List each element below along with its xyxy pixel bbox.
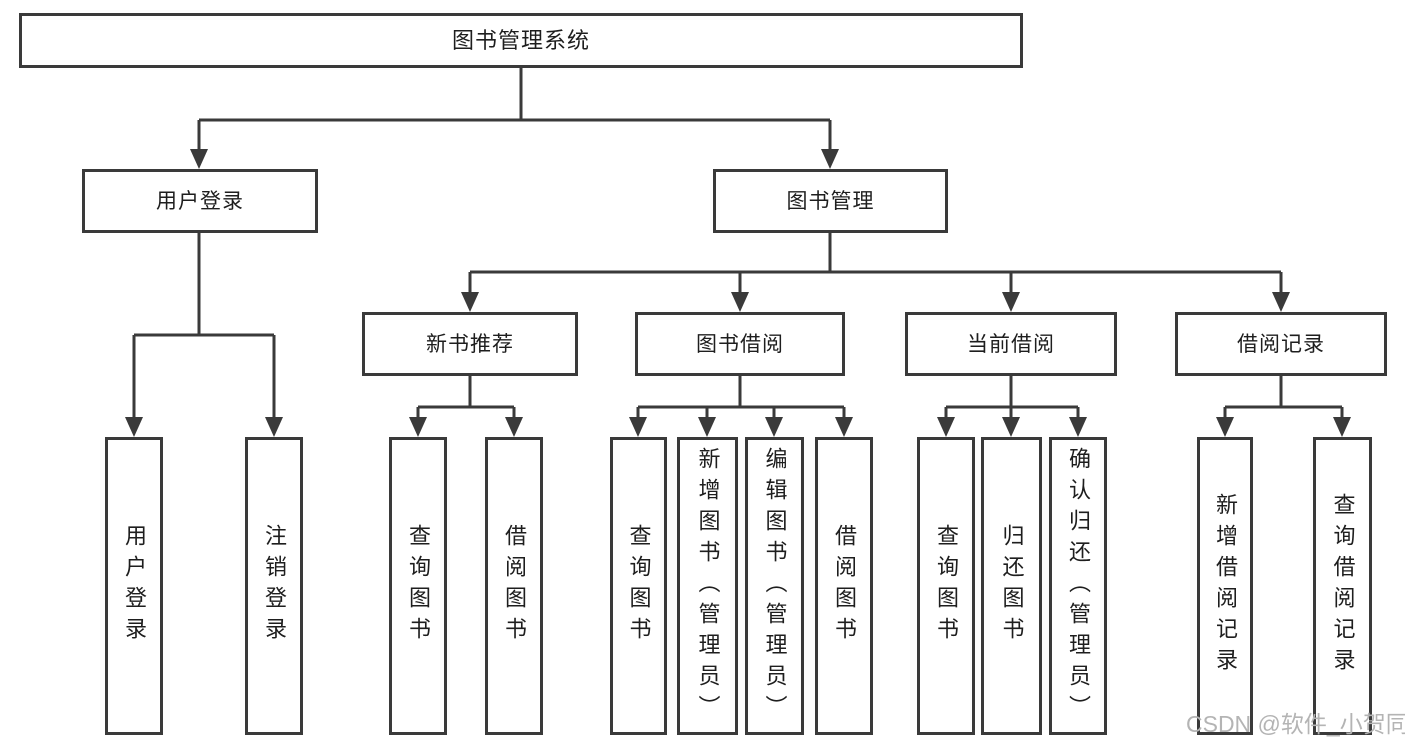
node-bb-add-box: 新增图书（管理员） bbox=[677, 437, 738, 735]
node-bb-edit-box: 编辑图书（管理员） bbox=[745, 437, 804, 735]
node-root-label: 图书管理系统 bbox=[451, 27, 590, 53]
node-login-box: 用户登录 bbox=[105, 437, 163, 735]
node-borrow-records-box: 借阅记录 bbox=[1175, 312, 1387, 376]
node-br-add-box: 新增借阅记录 bbox=[1197, 437, 1253, 735]
node-bb-edit-label: 编辑图书（管理员） bbox=[762, 446, 788, 726]
node-br-add-label: 新增借阅记录 bbox=[1213, 493, 1238, 679]
node-rec-borrow-box: 借阅图书 bbox=[485, 437, 543, 735]
node-br-query-label: 查询借阅记录 bbox=[1330, 493, 1356, 679]
node-new-book-rec-label: 新书推荐 bbox=[426, 332, 514, 356]
node-root-box: 图书管理系统 bbox=[19, 13, 1023, 68]
node-cb-confirm-label: 确认归还（管理员） bbox=[1066, 446, 1091, 726]
node-new-book-rec-box: 新书推荐 bbox=[362, 312, 578, 376]
node-cb-return-label: 归还图书 bbox=[999, 524, 1025, 648]
node-cb-query-box: 查询图书 bbox=[917, 437, 975, 735]
node-logout-box: 注销登录 bbox=[245, 437, 303, 735]
node-bb-query-box: 查询图书 bbox=[610, 437, 667, 735]
node-cb-return-box: 归还图书 bbox=[981, 437, 1042, 735]
node-br-query-box: 查询借阅记录 bbox=[1313, 437, 1372, 735]
node-login-label: 用户登录 bbox=[122, 524, 147, 648]
csdn-watermark: CSDN @软件_小贺同学 bbox=[1186, 711, 1405, 737]
node-rec-borrow-label: 借阅图书 bbox=[502, 524, 527, 648]
node-book-borrow-label: 图书借阅 bbox=[696, 332, 784, 356]
node-bb-borrow-label: 借阅图书 bbox=[832, 524, 857, 648]
node-current-borrow-box: 当前借阅 bbox=[905, 312, 1117, 376]
node-user-login-box: 用户登录 bbox=[82, 169, 318, 233]
node-user-login-label: 用户登录 bbox=[156, 189, 244, 213]
node-bb-query-label: 查询图书 bbox=[626, 524, 652, 648]
node-logout-label: 注销登录 bbox=[262, 524, 287, 648]
node-borrow-records-label: 借阅记录 bbox=[1237, 332, 1325, 356]
node-cb-query-label: 查询图书 bbox=[934, 524, 959, 648]
node-book-borrow-box: 图书借阅 bbox=[635, 312, 845, 376]
node-rec-query-label: 查询图书 bbox=[406, 524, 431, 648]
node-rec-query-box: 查询图书 bbox=[389, 437, 447, 735]
node-bb-borrow-box: 借阅图书 bbox=[815, 437, 873, 735]
node-book-mgmt-box: 图书管理 bbox=[713, 169, 948, 233]
node-book-mgmt-label: 图书管理 bbox=[786, 189, 875, 213]
node-current-borrow-label: 当前借阅 bbox=[967, 332, 1055, 356]
node-bb-add-label: 新增图书（管理员） bbox=[695, 446, 721, 726]
node-cb-confirm-box: 确认归还（管理员） bbox=[1049, 437, 1107, 735]
